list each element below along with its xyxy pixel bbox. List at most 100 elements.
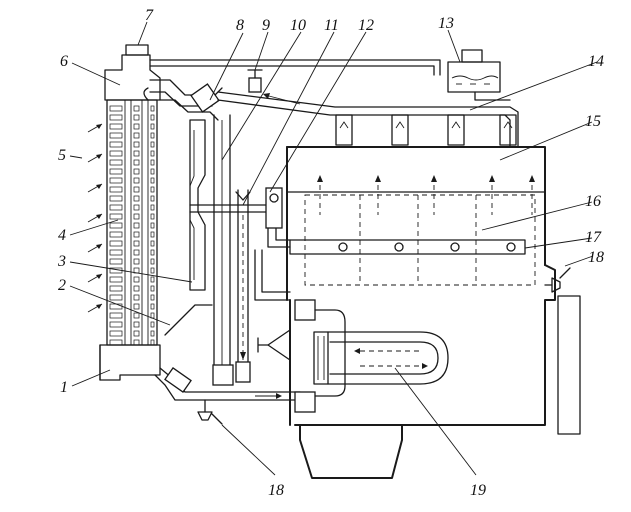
label-8: 8	[236, 17, 244, 34]
radiator-fin	[150, 312, 155, 319]
radiator-fin	[109, 231, 123, 238]
radiator-fin	[133, 240, 140, 247]
radiator-fin	[150, 213, 155, 220]
radiator-fin	[133, 177, 140, 184]
drain-tap-block	[544, 267, 571, 293]
radiator-fin	[133, 285, 140, 292]
radiator-fin	[150, 105, 155, 112]
radiator-fin	[133, 132, 140, 139]
temperature-sensor	[247, 69, 263, 93]
radiator-fin	[109, 330, 123, 337]
radiator-fin	[133, 186, 140, 193]
label-17: 17	[585, 229, 602, 246]
radiator-fin	[150, 222, 155, 229]
radiator-fin	[133, 303, 140, 310]
radiator-fin	[150, 123, 155, 130]
label-4: 4	[58, 227, 66, 244]
radiator-fin	[109, 186, 123, 193]
radiator-fin	[150, 240, 155, 247]
radiator-fins	[109, 105, 155, 346]
outlet-manifold	[217, 91, 519, 148]
radiator-fin	[133, 213, 140, 220]
thermostat-housing	[143, 59, 441, 113]
radiator-fin	[109, 204, 123, 211]
radiator-fin	[150, 168, 155, 175]
radiator-fin	[109, 294, 123, 301]
radiator-fin	[150, 132, 155, 139]
label-11: 11	[324, 17, 339, 34]
radiator-fin	[150, 159, 155, 166]
radiator-fin	[109, 141, 123, 148]
label-7: 7	[145, 7, 154, 24]
radiator	[99, 44, 161, 381]
airflow-arrows	[87, 123, 103, 313]
radiator-fin	[109, 123, 123, 130]
radiator-fin	[133, 141, 140, 148]
radiator-fin	[133, 312, 140, 319]
radiator-fin	[133, 294, 140, 301]
radiator-fin	[109, 159, 123, 166]
label-18-bottom: 18	[268, 482, 284, 499]
radiator-fin	[109, 168, 123, 175]
radiator-fin	[150, 141, 155, 148]
radiator-fin	[133, 105, 140, 112]
radiator-fin	[150, 258, 155, 265]
radiator-fin	[109, 312, 123, 319]
label-2: 2	[58, 277, 66, 294]
radiator-fin	[150, 303, 155, 310]
radiator-fin	[109, 303, 123, 310]
radiator-fin	[109, 114, 123, 121]
radiator-fin	[133, 123, 140, 130]
radiator-fin	[109, 177, 123, 184]
radiator-fin	[150, 114, 155, 121]
radiator-fin	[133, 276, 140, 283]
radiator-fin	[109, 150, 123, 157]
radiator-fin	[150, 330, 155, 337]
radiator-fin	[109, 222, 123, 229]
label-6: 6	[60, 53, 68, 70]
label-16: 16	[585, 193, 601, 210]
label-1: 1	[60, 379, 68, 396]
radiator-fin	[150, 294, 155, 301]
radiator-fin	[109, 285, 123, 292]
radiator-fin	[109, 321, 123, 328]
radiator-fin	[150, 276, 155, 283]
water-pump-head	[265, 187, 283, 229]
radiator-fin	[109, 339, 123, 346]
radiator-fin	[133, 168, 140, 175]
fan-shroud	[159, 99, 219, 336]
label-3: 3	[57, 253, 66, 270]
radiator-fin	[109, 195, 123, 202]
lower-hoses	[154, 249, 301, 401]
radiator-fin	[150, 339, 155, 346]
radiator-fin	[150, 177, 155, 184]
oil-cooler	[294, 299, 449, 413]
radiator-fin	[109, 240, 123, 247]
radiator-fin	[109, 249, 123, 256]
engine-block	[286, 146, 581, 479]
label-18-right: 18	[588, 249, 604, 266]
radiator-fin	[133, 249, 140, 256]
radiator-fin	[109, 132, 123, 139]
radiator-fin	[133, 159, 140, 166]
radiator-fin	[133, 222, 140, 229]
label-12: 12	[358, 17, 374, 34]
radiator-fin	[150, 231, 155, 238]
radiator-fin	[150, 249, 155, 256]
radiator-fin	[109, 276, 123, 283]
label-13: 13	[438, 15, 454, 32]
label-10: 10	[290, 17, 306, 34]
radiator-fin	[133, 258, 140, 265]
radiator-fin	[133, 204, 140, 211]
radiator-fin	[133, 339, 140, 346]
radiator-fin	[150, 195, 155, 202]
radiator-fin	[109, 258, 123, 265]
radiator-fin	[150, 204, 155, 211]
radiator-fin	[150, 267, 155, 274]
radiator-fin	[109, 213, 123, 220]
radiator-fin	[109, 105, 123, 112]
label-19: 19	[470, 482, 486, 499]
radiator-fin	[150, 186, 155, 193]
radiator-fin	[150, 150, 155, 157]
